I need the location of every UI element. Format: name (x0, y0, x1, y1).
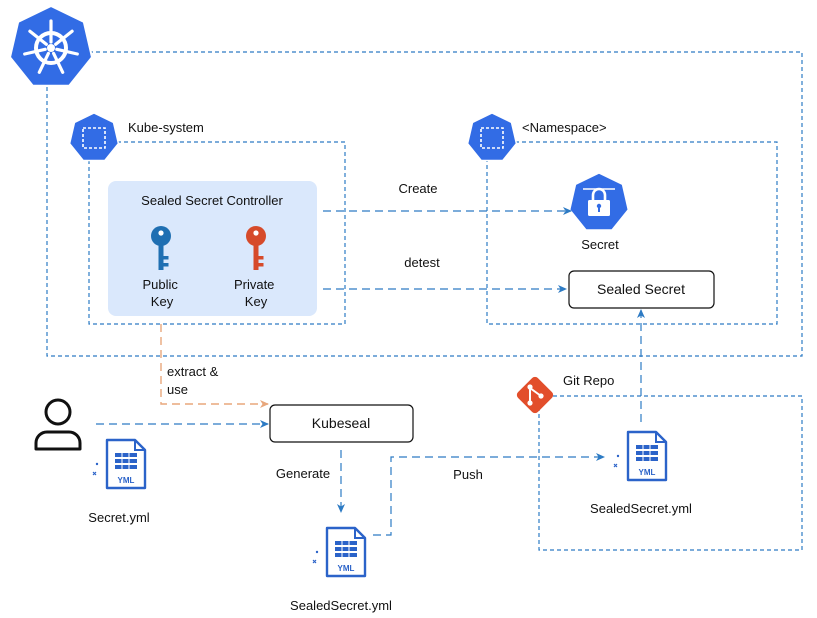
create-edge-label: Create (398, 181, 437, 196)
private-key-label-line-1: Private (234, 277, 274, 292)
sealed-secret-yml-local-label: SealedSecret.yml (290, 598, 392, 613)
kubernetes-logo-icon (9, 5, 93, 87)
target-namespace-icon (466, 112, 518, 162)
detest-edge-label: detest (404, 255, 440, 270)
sealed-secret-yml-local-badge: YML (338, 564, 355, 573)
secret-resource-icon (568, 172, 630, 231)
namespace-boundary (486, 141, 778, 325)
private-key-icon (246, 226, 266, 270)
secret-resource-label: Secret (581, 237, 619, 252)
extract-use-label: extract & use (167, 364, 222, 397)
private-key-label-line-2: Key (245, 294, 268, 309)
kube-system-namespace-icon (68, 112, 120, 162)
public-key-label-line-2: Key (151, 294, 174, 309)
kube-system-label: Kube-system (128, 120, 204, 135)
public-key-label-line-1: Public (142, 277, 178, 292)
git-repo-label: Git Repo (563, 373, 614, 388)
git-repo-boundary (538, 395, 803, 551)
git-icon (516, 376, 554, 414)
public-key-label: Public Key (142, 277, 181, 309)
namespace-label: <Namespace> (522, 120, 607, 135)
kube-system-boundary (88, 141, 346, 325)
private-key-label: Private Key (234, 277, 278, 309)
generate-edge-label: Generate (276, 466, 330, 481)
extract-use-label-line-2: use (167, 382, 188, 397)
secret-yml-badge: YML (118, 476, 135, 485)
public-key-icon (151, 226, 171, 270)
push-edge-label: Push (453, 467, 483, 482)
push-edge (373, 453, 605, 536)
kubeseal-box (269, 404, 414, 443)
controller-title: Sealed Secret Controller (141, 193, 283, 208)
user-icon (34, 398, 82, 451)
sealed-secret-yml-repo-badge: YML (639, 468, 656, 477)
cluster-boundary (46, 51, 803, 357)
extract-use-label-line-1: extract & (167, 364, 219, 379)
sealed-secret-controller (108, 181, 317, 316)
kubeseal-label: Kubeseal (312, 415, 370, 431)
extract-use-edge (160, 324, 269, 408)
sealed-secret-resource (568, 270, 715, 309)
secret-yml-label: Secret.yml (88, 510, 150, 525)
sealed-secret-resource-label: Sealed Secret (597, 281, 685, 297)
sealed-secret-yml-repo-label: SealedSecret.yml (590, 501, 692, 516)
